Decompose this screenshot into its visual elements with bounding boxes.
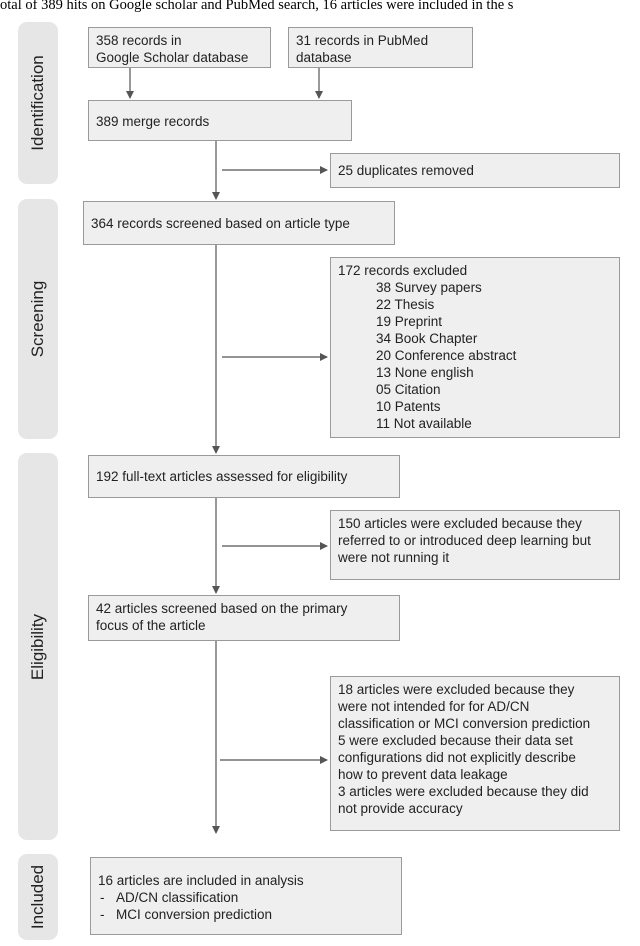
box-150-excluded: 150 articles were excluded because they … bbox=[330, 510, 620, 580]
included-item: -AD/CN classification bbox=[98, 889, 394, 906]
stage-eligibility: Eligibility bbox=[18, 453, 58, 840]
box-text-line: how to prevent data leakage bbox=[338, 767, 508, 782]
box-screened-article-type: 364 records screened based on article ty… bbox=[83, 201, 395, 245]
box-duplicates-removed: 25 duplicates removed bbox=[330, 153, 620, 188]
stage-screening: Screening bbox=[18, 199, 58, 439]
box-text-line: not provide accuracy bbox=[338, 801, 463, 816]
exclusion-item: 34 Book Chapter bbox=[376, 331, 478, 346]
included-item-text: AD/CN classification bbox=[116, 890, 239, 905]
exclusion-item: 11 Not available bbox=[376, 416, 472, 431]
box-text-line: referred to or introduced deep learning … bbox=[338, 533, 591, 548]
box-text-line: 25 duplicates removed bbox=[338, 163, 474, 178]
box-final-excluded: 18 articles were excluded because they w… bbox=[330, 676, 620, 831]
stage-included: Included bbox=[18, 854, 58, 940]
included-item: -MCI conversion prediction bbox=[98, 906, 394, 923]
box-text-line: 364 records screened based on article ty… bbox=[91, 216, 350, 231]
box-text-line: classification or MCI conversion predict… bbox=[338, 716, 591, 731]
box-text-line: were not running it bbox=[338, 550, 450, 565]
exclusion-item: 13 None english bbox=[376, 365, 474, 380]
exclusion-item: 22 Thesis bbox=[376, 297, 435, 312]
list-dash: - bbox=[100, 890, 105, 905]
box-text-line: 5 were excluded because their data set bbox=[338, 733, 573, 748]
exclusion-item: 05 Citation bbox=[376, 382, 441, 397]
box-included-analysis: 16 articles are included in analysis -AD… bbox=[90, 857, 402, 935]
box-text-line: 150 articles were excluded because they bbox=[338, 516, 582, 531]
exclusion-item: 38 Survey papers bbox=[376, 280, 482, 295]
list-dash: - bbox=[100, 907, 105, 922]
box-google-scholar-records: 358 records in Google Scholar database bbox=[88, 27, 271, 68]
box-text-line: Google Scholar database bbox=[96, 50, 249, 65]
box-text-line: 389 merge records bbox=[96, 114, 210, 129]
box-text-line: focus of the article bbox=[96, 618, 206, 633]
box-screened-primary-focus: 42 articles screened based on the primar… bbox=[88, 595, 400, 641]
stage-identification: Identification bbox=[18, 22, 58, 184]
box-text-line: 3 articles were excluded because they di… bbox=[338, 784, 589, 799]
exclusion-item: 20 Conference abstract bbox=[376, 348, 517, 363]
box-fulltext-assessed: 192 full-text articles assessed for elig… bbox=[88, 455, 400, 498]
box-text-line: 358 records in bbox=[96, 33, 182, 48]
box-text-line: 18 articles were excluded because they bbox=[338, 682, 575, 697]
box-text-line: 31 records in PubMed bbox=[296, 33, 429, 48]
box-172-excluded: 172 records excluded 38 Survey papers 22… bbox=[330, 257, 620, 438]
box-pubmed-records: 31 records in PubMed database bbox=[288, 27, 473, 68]
exclusion-item: 19 Preprint bbox=[376, 314, 443, 329]
box-text-line: 42 articles screened based on the primar… bbox=[96, 601, 348, 616]
included-item-text: MCI conversion prediction bbox=[116, 907, 273, 922]
box-text-line: database bbox=[296, 50, 352, 65]
box-text-line: 192 full-text articles assessed for elig… bbox=[96, 469, 348, 484]
box-text-line: configurations did not explicitly descri… bbox=[338, 750, 576, 765]
box-merge-records: 389 merge records bbox=[88, 100, 352, 141]
box-text-line: were not intended for for AD/CN bbox=[338, 699, 530, 714]
box-title: 172 records excluded bbox=[338, 263, 468, 278]
exclusion-item: 10 Patents bbox=[376, 399, 441, 414]
box-title: 16 articles are included in analysis bbox=[98, 873, 304, 888]
figure-caption: otal of 389 hits on Google scholar and P… bbox=[0, 0, 514, 13]
